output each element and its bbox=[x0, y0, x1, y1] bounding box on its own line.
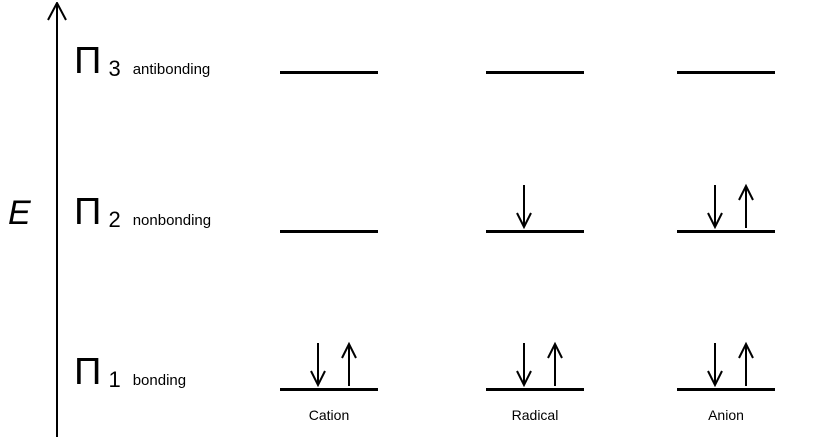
level-label-pi3: Π 3 antibonding bbox=[74, 42, 210, 80]
level-line-radical-pi1 bbox=[486, 388, 584, 391]
electron-up-arrow-radical-pi1 bbox=[547, 341, 563, 387]
electron-down-arrow-cation-pi1 bbox=[310, 341, 326, 388]
level-label-pi1: Π 1 bonding bbox=[74, 353, 186, 391]
level-line-radical-pi3 bbox=[486, 71, 584, 74]
pi-symbol: Π bbox=[74, 191, 102, 233]
electron-up-arrow-anion-pi2 bbox=[738, 183, 754, 229]
pi-subscript: 2 bbox=[108, 207, 121, 232]
level-line-cation-pi1 bbox=[280, 388, 378, 391]
energy-axis-line bbox=[56, 3, 58, 437]
electron-up-arrow-cation-pi1 bbox=[341, 341, 357, 387]
level-descriptor: antibonding bbox=[132, 61, 211, 78]
level-line-anion-pi3 bbox=[677, 71, 775, 74]
level-descriptor: nonbonding bbox=[132, 212, 212, 229]
electron-down-arrow-radical-pi2 bbox=[516, 183, 532, 230]
level-line-radical-pi2 bbox=[486, 230, 584, 233]
electron-down-arrow-radical-pi1 bbox=[516, 341, 532, 388]
energy-axis-label: E bbox=[8, 194, 31, 232]
species-label-cation: Cation bbox=[308, 407, 350, 423]
level-line-anion-pi1 bbox=[677, 388, 775, 391]
electron-down-arrow-anion-pi1 bbox=[707, 341, 723, 388]
level-label-pi2: Π 2 nonbonding bbox=[74, 193, 211, 231]
pi-subscript: 3 bbox=[108, 56, 121, 81]
pi-subscript: 1 bbox=[108, 367, 121, 392]
electron-up-arrow-anion-pi1 bbox=[738, 341, 754, 387]
electron-down-arrow-anion-pi2 bbox=[707, 183, 723, 230]
pi-symbol: Π bbox=[74, 351, 102, 393]
level-line-cation-pi3 bbox=[280, 71, 378, 74]
energy-axis-arrowhead-icon bbox=[47, 2, 67, 21]
level-descriptor: bonding bbox=[132, 372, 187, 389]
level-line-anion-pi2 bbox=[677, 230, 775, 233]
species-label-radical: Radical bbox=[511, 407, 559, 423]
pi-symbol: Π bbox=[74, 40, 102, 82]
species-label-anion: Anion bbox=[708, 407, 744, 423]
level-line-cation-pi2 bbox=[280, 230, 378, 233]
